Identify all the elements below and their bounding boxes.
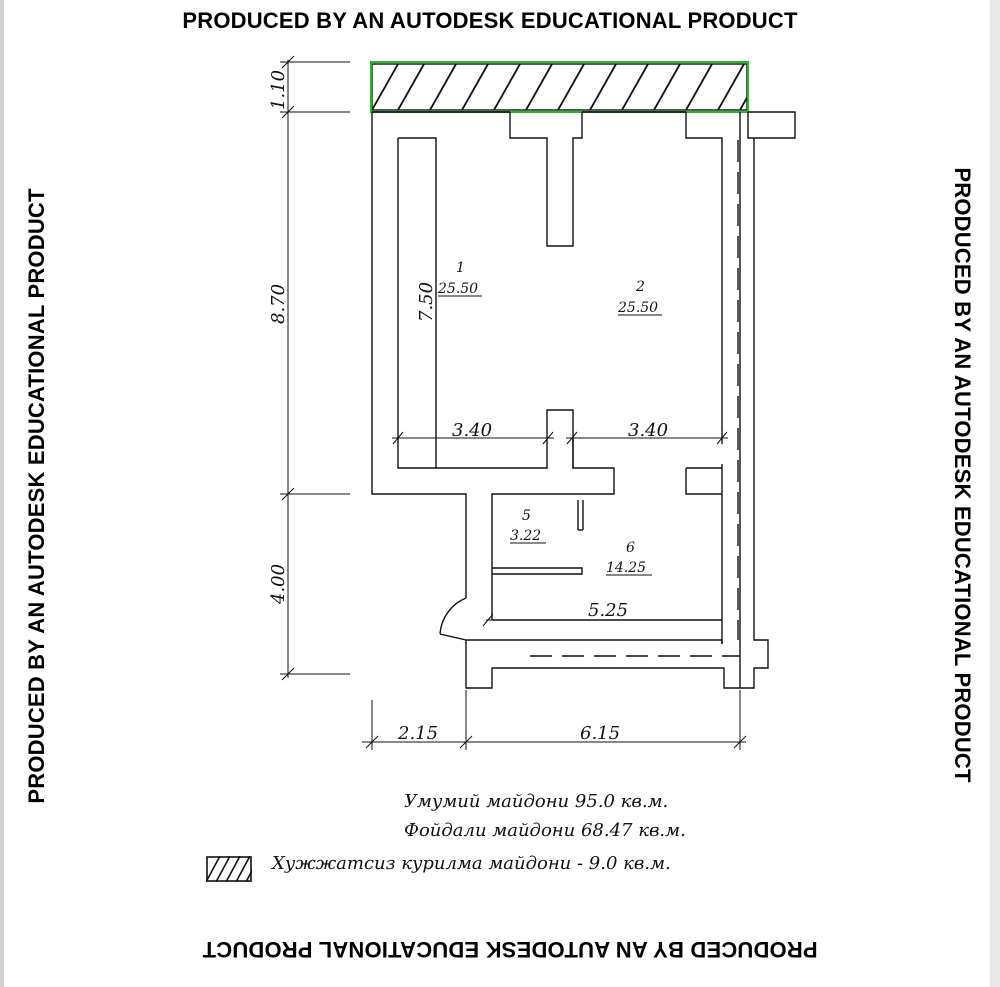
legend-hatch-swatch <box>206 856 252 882</box>
dim-room1-width: 3.40 <box>452 420 492 441</box>
dim-room2-width: 3.40 <box>628 420 668 441</box>
room-2-number: 2 <box>635 279 645 295</box>
dim-bottom-right: 6.15 <box>580 723 620 744</box>
dim-top-band: 1.10 <box>268 70 289 110</box>
hatched-strip <box>370 61 749 113</box>
dimension-lines <box>280 55 747 750</box>
entry-door <box>439 597 467 641</box>
undocumented-area-text: Хужжатсиз курилма майдони - 9.0 кв.м. <box>272 853 671 874</box>
area-underlines <box>438 295 662 576</box>
room-5-number: 5 <box>522 508 531 524</box>
dim-inner-height: 7.50 <box>416 282 437 322</box>
window-line-right <box>530 140 740 657</box>
room-1-number: 1 <box>456 260 465 276</box>
dim-corridor-width: 5.25 <box>588 600 628 621</box>
room-6-area: 14.25 <box>606 560 646 576</box>
room-5-area: 3.22 <box>510 528 541 544</box>
dim-height-main: 8.70 <box>268 284 289 324</box>
sheet-edge-right <box>990 0 1000 987</box>
dim-lower-height: 4.00 <box>268 564 289 605</box>
inner-walls <box>397 112 723 644</box>
dim-bottom-left: 2.15 <box>397 723 438 744</box>
sheet-edge-left <box>0 0 4 987</box>
room-2-area: 25.50 <box>617 300 658 316</box>
watermark-top: PRODUCED BY AN AUTODESK EDUCATIONAL PROD… <box>182 8 798 33</box>
room-6-number: 6 <box>626 540 635 556</box>
useful-area-text: Фойдали майдони 68.47 кв.м. <box>404 820 686 841</box>
total-area-text: Умумий майдони 95.0 кв.м. <box>404 791 669 812</box>
outer-walls <box>371 111 796 689</box>
room-1-area: 25.50 <box>437 281 478 297</box>
